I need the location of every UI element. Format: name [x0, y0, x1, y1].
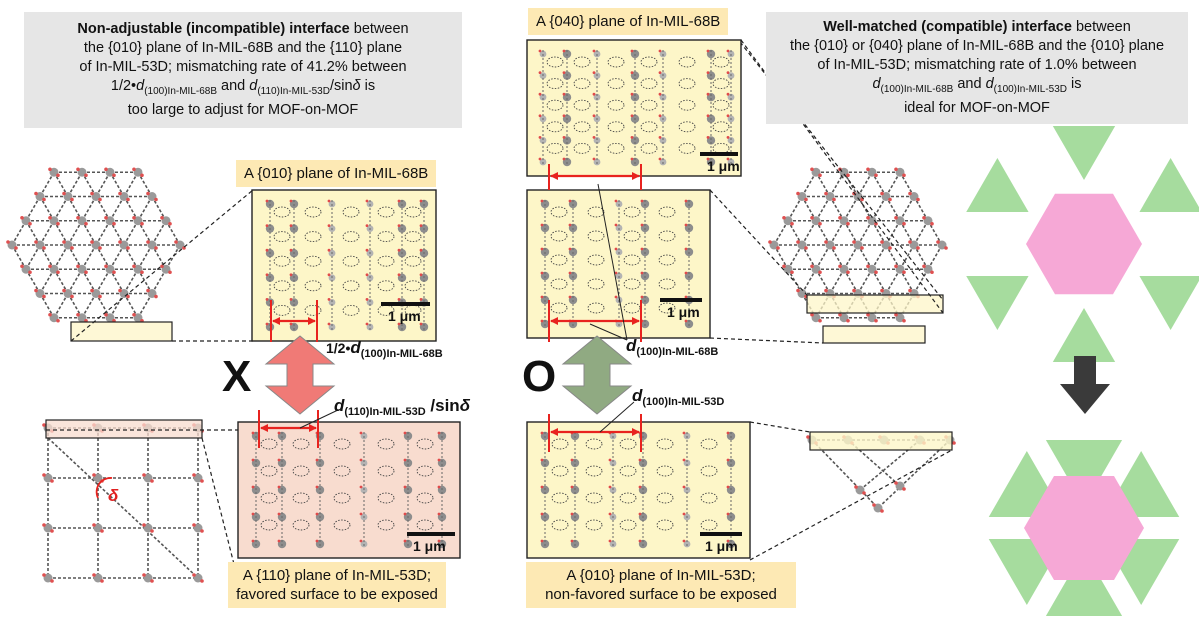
d53-label: d(100)In-MIL-53D [632, 386, 725, 408]
d68-marker-b [548, 300, 642, 342]
right-note-line4: d(100)In-MIL-68B and d(100)In-MIL-53D is [872, 76, 1082, 95]
pointer-d53 [599, 401, 635, 433]
left-square-highlight [45, 419, 203, 439]
d53-sin-marker [258, 410, 319, 448]
left-hex-lattice [6, 167, 186, 323]
angle-arc [95, 477, 113, 499]
transition-arrow [1060, 356, 1110, 414]
right-note-line3: of In-MIL-53D; mismatching rate of 1.0% … [817, 57, 1137, 73]
d68-marker-a [548, 164, 642, 190]
right-note-line5: ideal for MOF-on-MOF [904, 99, 1050, 116]
scale-bar-right-a [700, 152, 738, 156]
left-note-bold: Non-adjustable (incompatible) interface [77, 21, 350, 37]
left-note: Non-adjustable (incompatible) interface … [24, 12, 462, 128]
scale-label-right-c: 1 μm [705, 538, 738, 554]
left-note-line1: between [349, 21, 409, 37]
angle-delta-label: δ [108, 486, 119, 505]
scale-bar-left-bottom [407, 532, 455, 536]
left-top-plane-label: A {010} plane of In-MIL-68B [236, 160, 437, 187]
conn-r2 [709, 189, 808, 296]
left-note-line2: the {010} plane of In-MIL-68B and the {1… [83, 40, 403, 56]
scale-bar-right-c [700, 532, 742, 536]
right-bottom-plane-label: A {010} plane of In-MIL-53D; non-favored… [526, 562, 796, 608]
scale-bar-left-top [381, 302, 430, 306]
conn-r4 [739, 41, 944, 301]
right-note-bold: Well-matched (compatible) interface [823, 19, 1072, 35]
left-top-mof-image [251, 189, 437, 342]
right-hex-highlight-b [822, 325, 926, 344]
pointer-d53-sin [299, 409, 339, 429]
right-top-mof-image-b [526, 189, 711, 339]
scale-label-right-b: 1 μm [667, 304, 700, 320]
conn-l1 [70, 189, 254, 342]
conn-r3 [709, 337, 824, 344]
left-hex-highlight [70, 321, 173, 342]
left-bottom-plane-label: A {110} plane of In-MIL-53D; favored sur… [228, 562, 446, 608]
scale-label-left-bottom: 1 μm [413, 538, 446, 554]
left-note-line4: 1/2•d(100)In-MIL-68B and d(110)In-MIL-53… [110, 78, 376, 97]
conn-r6 [749, 449, 953, 561]
half-d-label: 1/2•d(100)In-MIL-68B [326, 338, 443, 360]
conn-l4 [201, 437, 239, 581]
pointer-d68-b [589, 323, 628, 341]
d68-label: d(100)In-MIL-68B [626, 336, 719, 358]
left-note-line5: too large to adjust for MOF-on-MOF [127, 101, 359, 118]
conn-r5 [749, 421, 811, 433]
compatible-mark: O [522, 352, 557, 401]
right-note-line1: between [1071, 19, 1131, 35]
compatible-double-arrow [561, 335, 633, 415]
incompatible-mark: X [222, 352, 252, 401]
right-note: Well-matched (compatible) interface betw… [766, 12, 1188, 124]
right-note-line2: the {010} or {040} plane of In-MIL-68B a… [789, 38, 1165, 54]
left-note-line3: of In-MIL-53D; mismatching rate of 41.2%… [79, 59, 407, 75]
compatible-schematic [988, 440, 1180, 616]
incompatible-schematic [966, 126, 1199, 362]
right-top-plane-label: A {040} plane of In-MIL-68B [528, 8, 729, 35]
d53-sin-label: d(110)In-MIL-53D /sinδ [334, 396, 471, 418]
scale-bar-right-b [660, 298, 702, 302]
half-d-marker [270, 300, 318, 342]
incompatible-double-arrow [264, 335, 336, 415]
scale-label-left-top: 1 μm [388, 308, 421, 324]
right-hex-highlight-a [806, 294, 944, 314]
d53-marker [548, 414, 642, 452]
right-small-highlight [809, 431, 953, 451]
pointer-d68-a [597, 183, 628, 341]
scale-label-right-a: 1 μm [707, 158, 740, 174]
left-square-lattice [42, 423, 204, 583]
